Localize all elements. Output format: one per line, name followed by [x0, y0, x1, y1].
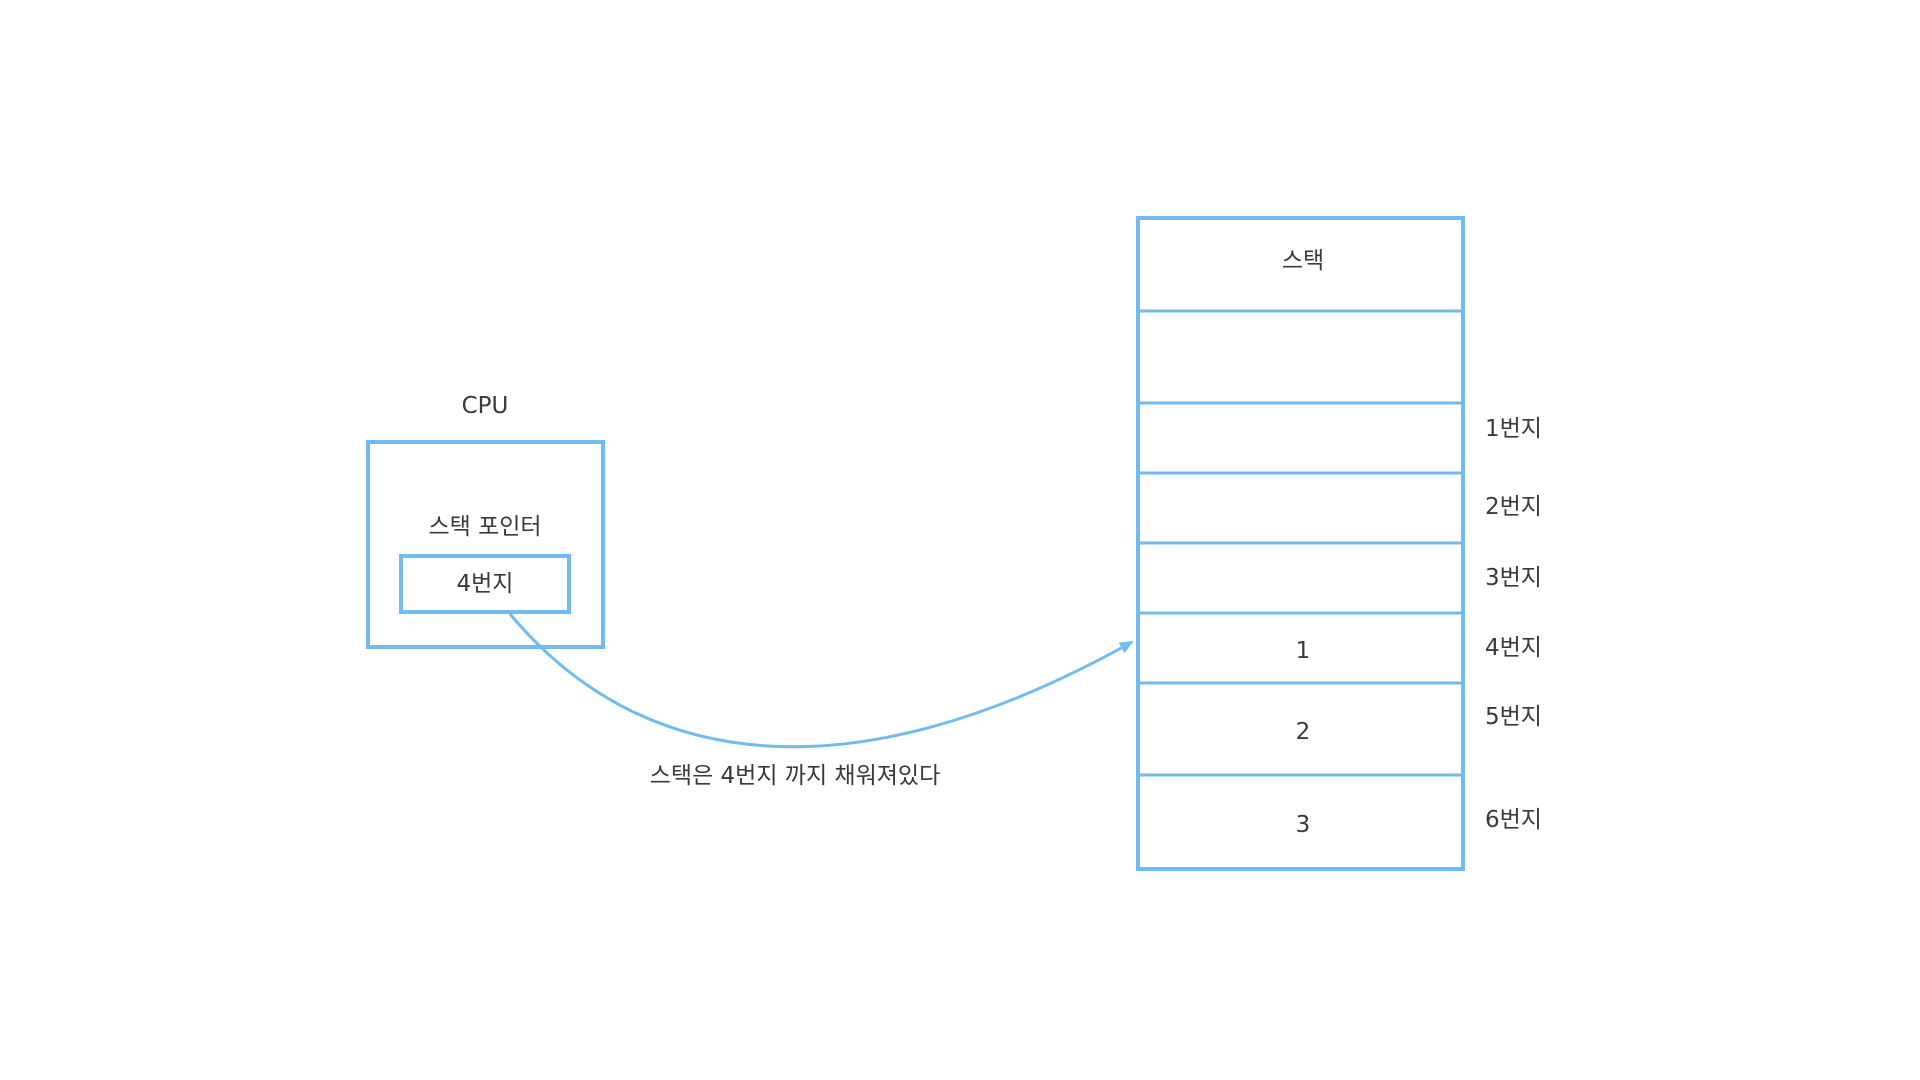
address-label: 2번지: [1485, 494, 1542, 520]
arrow-label: 스택은 4번지 까지 채워져있다: [649, 763, 941, 789]
stack-pointer-label: 스택 포인터: [428, 514, 542, 540]
address-label: 3번지: [1485, 565, 1542, 591]
pointer-arrow: [508, 613, 1134, 749]
stack-slot-value: 3: [1295, 812, 1311, 838]
address-label: 4번지: [1485, 635, 1542, 661]
stack-pointer-value: 4번지: [456, 571, 514, 597]
address-label: 6번지: [1485, 807, 1542, 833]
address-label: 1번지: [1485, 416, 1542, 442]
stack-title: 스택: [1281, 248, 1325, 274]
stack-pointer-register-box: [399, 554, 571, 614]
cpu-title: CPU: [461, 393, 509, 419]
stack-slot-value: 2: [1295, 719, 1311, 745]
cpu-box: [366, 440, 605, 649]
stack-slot-value: 1: [1295, 638, 1311, 664]
address-label: 5번지: [1485, 704, 1542, 730]
